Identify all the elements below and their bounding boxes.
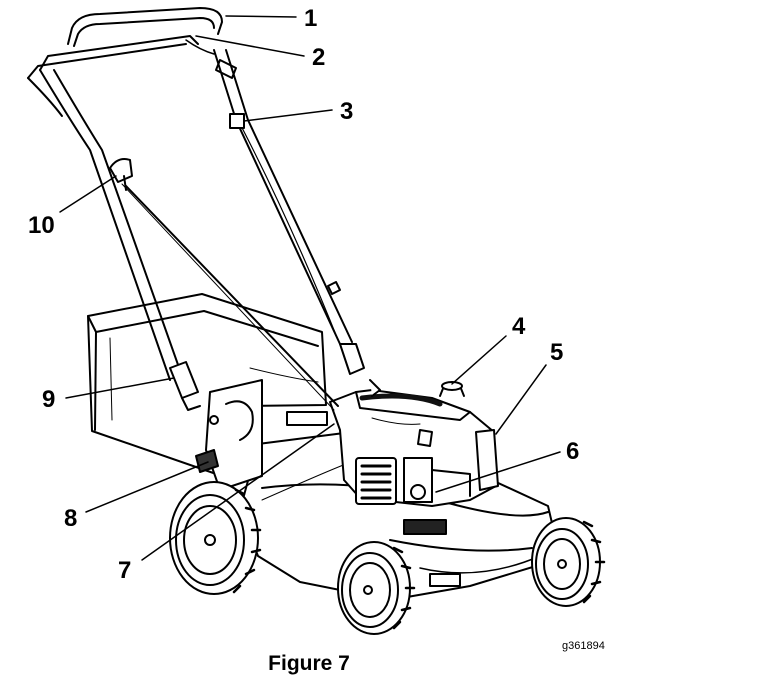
callout-3: 3 [340, 98, 353, 125]
leader-line-7 [141, 423, 335, 561]
handle-assembly [27, 7, 381, 411]
figure-caption: Figure 7 [268, 652, 350, 675]
rear-housing [195, 379, 263, 491]
front-right-wheel [531, 517, 606, 607]
callout-2: 2 [312, 44, 325, 71]
grass-bag [87, 293, 328, 477]
leader-line-10 [59, 175, 117, 213]
front-left-wheel [337, 541, 416, 635]
callout-9: 9 [42, 386, 55, 413]
leader-line-9 [65, 377, 175, 399]
engine [329, 381, 499, 507]
callout-1: 1 [304, 5, 317, 32]
leader-line-2 [195, 35, 305, 57]
leader-line-3 [243, 109, 333, 122]
callout-7: 7 [118, 557, 131, 584]
graphic-id: g361894 [562, 640, 605, 652]
rear-wheel [169, 481, 262, 595]
leader-line-1 [225, 15, 297, 18]
callout-labels: 1 2 3 4 5 6 7 8 9 10 [28, 5, 579, 584]
leader-line-6 [435, 451, 561, 493]
callout-5: 5 [550, 339, 563, 366]
leader-line-4 [451, 335, 507, 385]
callout-4: 4 [512, 313, 526, 340]
leader-line-8 [85, 461, 209, 513]
callout-6: 6 [566, 438, 579, 465]
leader-line-5 [495, 364, 547, 435]
callout-10: 10 [28, 212, 55, 239]
callout-8: 8 [64, 505, 77, 532]
leader-lines [59, 15, 561, 561]
